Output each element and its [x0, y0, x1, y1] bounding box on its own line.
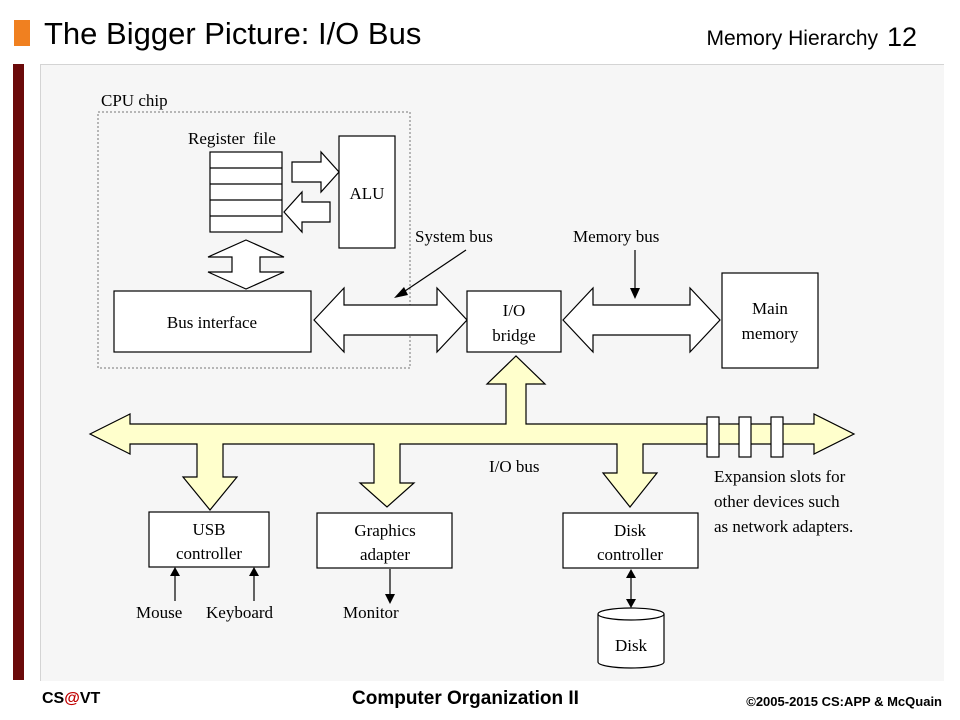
content-panel	[40, 64, 944, 681]
register-file-label: Register file	[188, 129, 276, 148]
bus-interface-box	[113, 290, 312, 353]
footer-course: CS@VT	[42, 690, 100, 708]
expansion-slot	[738, 416, 752, 458]
alu-box	[338, 135, 396, 249]
footer-course-title: Computer Organization II	[352, 688, 579, 709]
monitor-arrow-head	[385, 594, 395, 604]
expansion-slot	[706, 416, 720, 458]
expansion-label-line2: other devices such	[714, 492, 840, 511]
memory-bus-arrow	[562, 286, 721, 354]
system-bus-arrow	[313, 286, 468, 354]
graphics-adapter-label-line1: Graphics	[354, 521, 415, 540]
memory-bus-label: Memory bus	[573, 227, 659, 246]
usb-controller-label-line2: controller	[176, 544, 242, 563]
bus-interface-label: Bus interface	[167, 313, 257, 332]
register-bus-interface-arrow	[207, 239, 285, 290]
expansion-label-line1: Expansion slots for	[714, 467, 846, 486]
alu-to-register-arrow	[283, 190, 331, 234]
disk-arrow-head-up	[626, 569, 636, 578]
footer-course-suffix: VT	[79, 690, 101, 707]
system-bus-pointer-head	[394, 287, 408, 298]
cpu-chip-label: CPU chip	[101, 91, 168, 110]
keyboard-arrow-head	[249, 567, 259, 576]
system-bus-pointer	[401, 249, 467, 294]
io-bridge-box	[466, 290, 562, 353]
section-title: Memory Hierarchy	[706, 27, 878, 50]
io-bridge-label-line2: bridge	[492, 326, 535, 345]
expansion-slot	[770, 416, 784, 458]
mouse-arrow-head	[170, 567, 180, 576]
register-file	[209, 151, 283, 233]
disk-controller-label-line2: controller	[597, 545, 663, 564]
footer-copyright: ©2005-2015 CS:APP & McQuain	[746, 694, 942, 709]
io-bridge-label-line1: I/O	[503, 301, 526, 320]
monitor-label: Monitor	[343, 603, 399, 622]
left-accent-bar	[13, 64, 24, 680]
alu-label: ALU	[350, 184, 385, 203]
io-bus-label: I/O bus	[489, 457, 540, 476]
main-memory-label-line2: memory	[742, 324, 799, 343]
usb-controller-label-line1: USB	[192, 520, 225, 539]
disk-label: Disk	[615, 636, 648, 655]
mouse-label: Mouse	[136, 603, 182, 622]
register-to-alu-arrow	[291, 150, 340, 194]
expansion-label-line3: as network adapters.	[714, 517, 853, 536]
disk-cylinder	[597, 607, 665, 669]
main-memory-box	[721, 272, 819, 369]
cpu-chip-boundary	[97, 111, 411, 369]
keyboard-label: Keyboard	[206, 603, 274, 622]
slide-title: The Bigger Picture: I/O Bus	[44, 16, 422, 51]
memory-bus-pointer-head	[630, 288, 640, 299]
io-bus-arrow	[88, 355, 856, 511]
disk-controller-label-line1: Disk	[614, 521, 647, 540]
disk-controller-box	[562, 512, 699, 569]
system-bus-label: System bus	[415, 227, 493, 246]
slide-number: 12	[887, 22, 918, 52]
main-memory-label-line1: Main	[752, 299, 788, 318]
title-accent-square	[14, 20, 30, 46]
disk-arrow-head-down	[626, 599, 636, 608]
graphics-adapter-box	[316, 512, 453, 569]
footer-course-at: @	[64, 690, 80, 707]
usb-controller-box	[148, 511, 270, 568]
footer-course-prefix: CS	[42, 690, 65, 707]
graphics-adapter-label-line2: adapter	[360, 545, 410, 564]
